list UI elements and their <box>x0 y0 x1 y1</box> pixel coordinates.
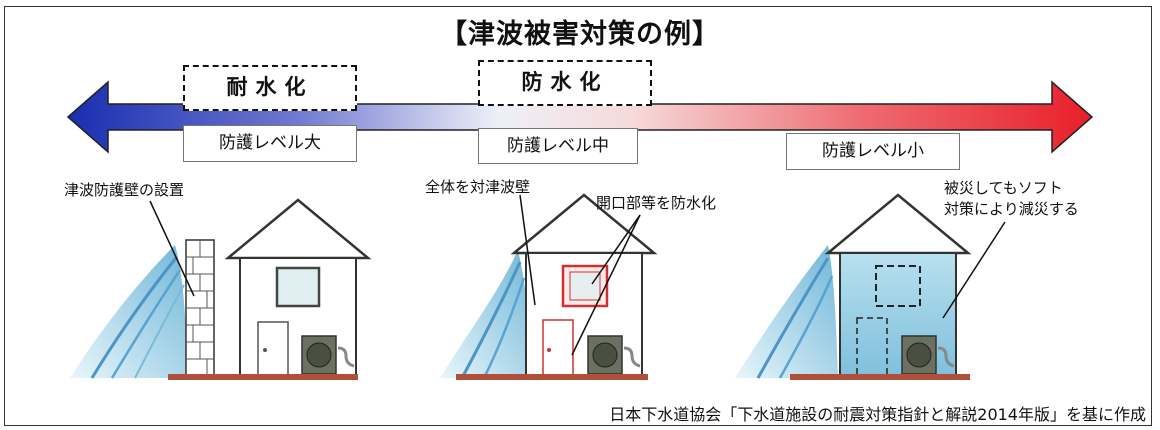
seawall-icon <box>185 239 215 377</box>
house-seawall-scene <box>70 198 372 380</box>
protection-level-medium: 防護レベル中 <box>478 128 638 164</box>
ground-line <box>168 374 358 380</box>
protection-level-low: 防護レベル小 <box>786 133 960 170</box>
note-soft-line2: 対策により減災する <box>944 200 1079 218</box>
house-soft-scene <box>735 193 1006 380</box>
label-waterproof: 防水化 <box>478 60 652 106</box>
house-icon <box>510 193 658 377</box>
house-waterproof-scene <box>440 193 658 380</box>
label-water-resistant: 耐水化 <box>183 65 357 111</box>
protection-level-high: 防護レベル大 <box>183 125 357 162</box>
note-openings: 開口部等を防水化 <box>596 194 717 212</box>
figure-title: 【津波被害対策の例】 <box>440 19 720 50</box>
figure-frame <box>4 6 1152 426</box>
ground-line <box>456 374 648 380</box>
tsunami-wave-icon <box>735 245 838 378</box>
protection-scale-arrow <box>66 80 1094 154</box>
house-icon <box>224 198 372 377</box>
source-credit: 日本下水道協会「下水道施設の耐震対策指針と解説2014年版」を基に作成 <box>609 405 1146 424</box>
house-icon <box>824 193 972 377</box>
ground-line <box>790 374 970 380</box>
tsunami-wave-icon <box>440 250 532 378</box>
note-soft-line1: 被災してもソフト <box>944 179 1063 197</box>
note-seawall: 津波防護壁の設置 <box>64 181 185 199</box>
note-whole-building: 全体を対津波壁 <box>425 178 531 196</box>
